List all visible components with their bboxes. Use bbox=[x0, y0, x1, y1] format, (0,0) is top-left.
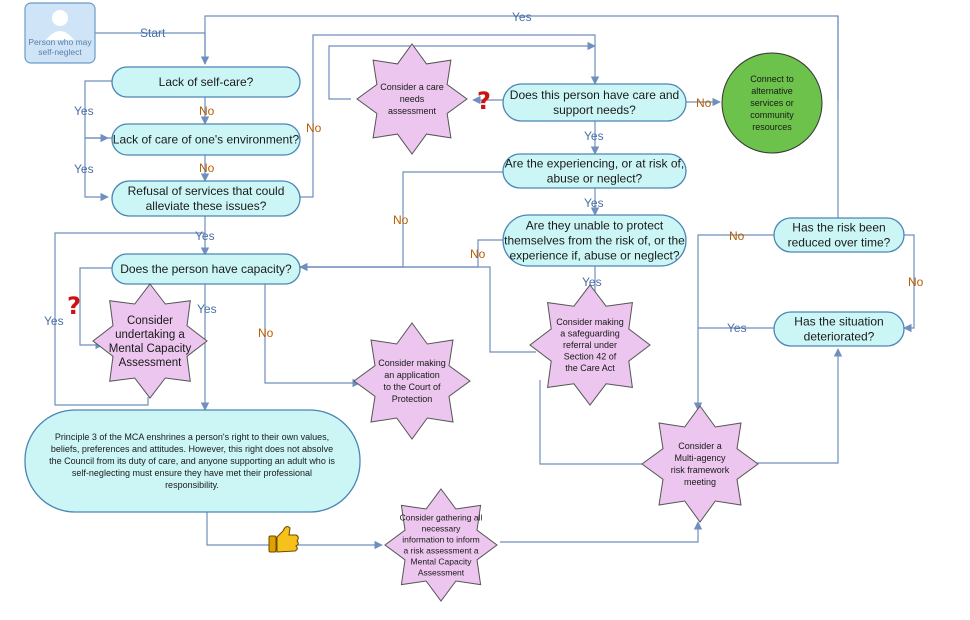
label-yes-care: Yes bbox=[584, 129, 604, 143]
edge-big-loop bbox=[54, 232, 205, 406]
edge-risk-reduced-no-right bbox=[903, 234, 915, 333]
node-lack-self-care-text: Lack of self-care? bbox=[159, 75, 254, 89]
question-mark-icon-capacity: ? bbox=[67, 292, 81, 320]
label-no-env: No bbox=[199, 161, 215, 175]
label-yes-refusal: Yes bbox=[195, 229, 215, 243]
label-yes-protect: Yes bbox=[582, 275, 602, 289]
edge-capacity-yes-mca bbox=[79, 267, 112, 350]
node-risk-abuse-text: Are the experiencing, or at risk of,abus… bbox=[505, 157, 684, 186]
label-yes-big-loop: Yes bbox=[44, 314, 64, 328]
node-have-capacity-text: Does the person have capacity? bbox=[120, 262, 292, 276]
node-principle-3-text: Principle 3 of the MCA enshrines a perso… bbox=[49, 432, 335, 490]
node-lack-environment-text: Lack of care of one's environment? bbox=[113, 133, 300, 147]
label-yes-loop-2: Yes bbox=[74, 162, 94, 176]
label-yes-loop-1: Yes bbox=[74, 104, 94, 118]
node-lack-environment: Lack of care of one's environment? bbox=[111, 123, 301, 156]
start-label: Start bbox=[140, 26, 166, 40]
edge-care-assessment-loop bbox=[328, 41, 596, 100]
edge-court-mam bbox=[539, 380, 656, 469]
person-icon bbox=[46, 10, 74, 40]
edge-risk-reduced-no bbox=[693, 234, 774, 411]
label-no-care: No bbox=[696, 96, 712, 110]
label-no-protect: No bbox=[470, 247, 486, 261]
label-no-reduced-right: No bbox=[908, 275, 924, 289]
edge-safeguard-back bbox=[300, 266, 536, 353]
edges-layer bbox=[54, 15, 915, 550]
edge-refusal-no bbox=[300, 34, 600, 198]
edge-yes-loop-2 bbox=[84, 137, 112, 202]
thumbs-up-icon bbox=[268, 526, 299, 553]
edge-gather-mam bbox=[500, 521, 703, 543]
node-principle-3: Principle 3 of the MCA enshrines a perso… bbox=[24, 409, 361, 513]
label-yes-deteriorated: Yes bbox=[727, 321, 747, 335]
label-no-selfcare: No bbox=[199, 104, 215, 118]
node-have-capacity: Does the person have capacity? bbox=[111, 253, 301, 285]
label-yes-top: Yes bbox=[512, 10, 532, 24]
label-yes-risk: Yes bbox=[584, 196, 604, 210]
node-lack-self-care: Lack of self-care? bbox=[111, 66, 301, 98]
label-no-reduced: No bbox=[729, 229, 745, 243]
edge-capacity-no bbox=[264, 284, 361, 388]
label-no-refusal: No bbox=[306, 121, 322, 135]
label-yes-capacity-down: Yes bbox=[197, 302, 217, 316]
edge-principle-gather bbox=[206, 512, 383, 550]
node-risk-abuse: Are the experiencing, or at risk of,abus… bbox=[502, 153, 687, 189]
question-mark-icon-care: ? bbox=[477, 87, 491, 115]
edge-mam-deteriorated bbox=[745, 348, 843, 464]
label-no-capacity: No bbox=[258, 326, 274, 340]
label-no-risk: No bbox=[393, 213, 409, 227]
